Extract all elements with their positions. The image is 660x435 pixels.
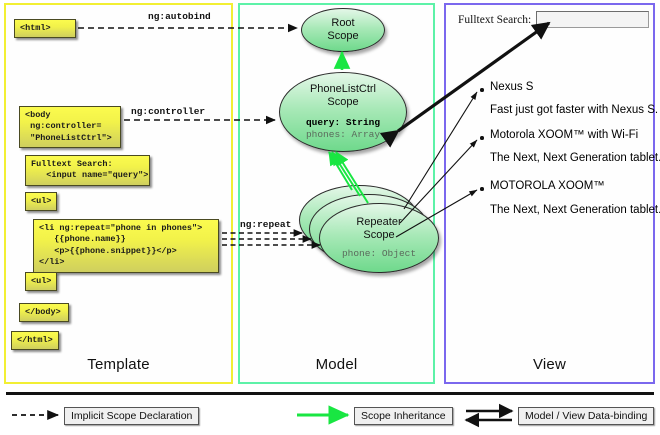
view-bullet-0 <box>480 88 484 92</box>
view-bullet-2 <box>480 187 484 191</box>
view-phone-snippet-2: The Next, Next Generation tablet. <box>490 204 660 216</box>
root-scope: Root Scope <box>301 8 385 52</box>
phonelistctrl-scope-title-1: PhoneListCtrl <box>309 82 377 95</box>
view-phone-name-1: Motorola XOOM™ with Wi-Fi <box>490 129 639 141</box>
body-box: <body ng:controller= "PhoneListCtrl"> <box>19 106 121 149</box>
column-title-model: Model <box>315 356 358 373</box>
body-close-box: </body> <box>19 303 69 323</box>
html-open-box: <html> <box>14 19 76 39</box>
ng-autobind-label: ng:autobind <box>148 11 211 22</box>
view-phone-snippet-1: The Next, Next Generation tablet. <box>490 152 660 164</box>
phonelistctrl-scope-title-2: Scope <box>327 95 359 108</box>
search-box: Fulltext Search: <input name="query"> <box>25 155 150 186</box>
ng-repeat-label: ng:repeat <box>240 219 292 230</box>
ul-open-box: <ul> <box>25 192 57 212</box>
ng-controller-label: ng:controller <box>131 106 206 117</box>
phonelistctrl-prop-phones: phones: Array <box>305 129 381 141</box>
html-close-box: </html> <box>11 331 59 351</box>
legend-data-binding: Model / View Data-binding <box>518 407 655 425</box>
column-title-template: Template <box>87 356 150 373</box>
root-scope-title-1: Root <box>331 17 355 30</box>
legend-scope-inherit: Scope Inheritance <box>354 407 453 425</box>
search-input[interactable] <box>536 11 650 28</box>
view-search-label: Fulltext Search: <box>458 13 532 26</box>
legend-divider <box>6 392 654 395</box>
repeater-scope-title-2: Scope <box>363 228 395 241</box>
phonelistctrl-scope: PhoneListCtrl Scope query: String phones… <box>279 72 407 152</box>
view-phone-snippet-0: Fast just got faster with Nexus S. <box>490 104 659 116</box>
li-repeat-box: <li ng:repeat="phone in phones"> {{phone… <box>33 219 219 273</box>
repeater-scope-title-1: Repeater <box>356 215 402 228</box>
root-scope-title-2: Scope <box>327 30 359 42</box>
column-title-view: View <box>532 356 567 373</box>
repeater-prop-phone: phone: Object <box>341 248 417 260</box>
ul-close-box: <ul> <box>25 272 57 292</box>
view-phone-name-2: MOTOROLA XOOM™ <box>490 180 605 192</box>
repeater-scope: Repeater Scope phone: Object <box>319 203 439 273</box>
view-phone-name-0: Nexus S <box>490 81 534 93</box>
column-view: View <box>444 3 655 384</box>
view-bullet-1 <box>480 136 484 140</box>
legend-implicit-scope: Implicit Scope Declaration <box>64 407 200 425</box>
view-search-row: Fulltext Search: <box>458 11 650 28</box>
phonelistctrl-prop-query: query: String <box>305 117 381 129</box>
view-content: Fulltext Search: <box>452 11 650 28</box>
